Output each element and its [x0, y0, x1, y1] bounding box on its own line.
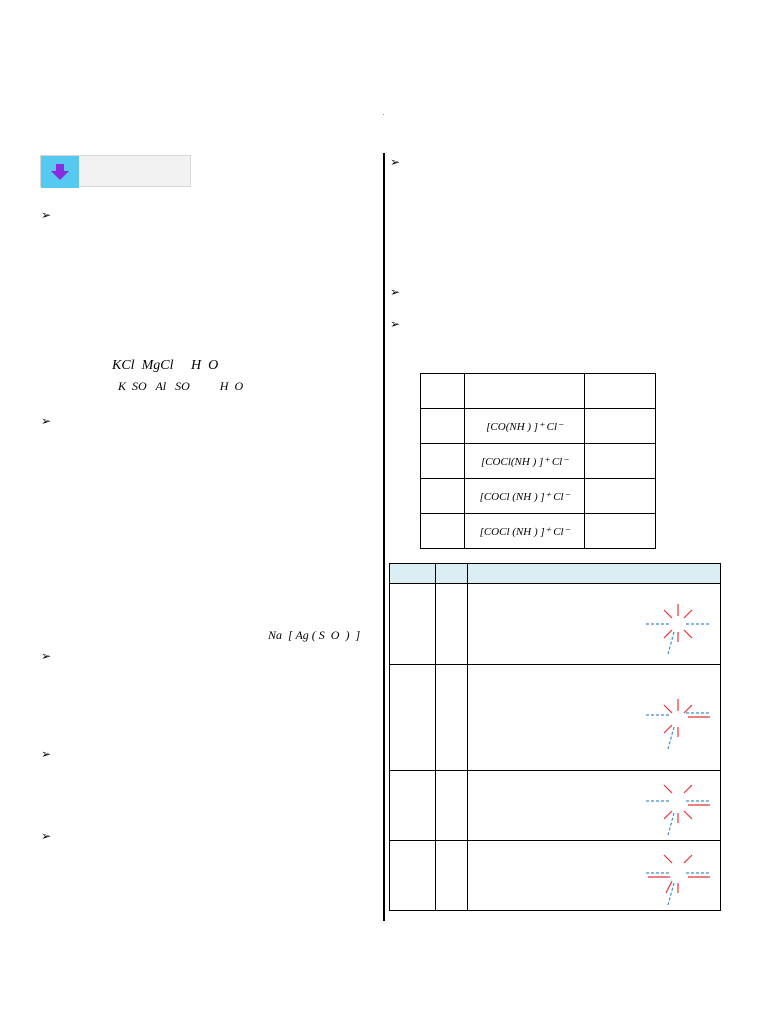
table-row — [389, 664, 721, 771]
bullet-arrow-icon: ➢ — [41, 747, 52, 761]
bullet-arrow-icon: ➢ — [41, 208, 52, 222]
molecule-structure-diagram — [646, 699, 710, 750]
page-mark — [383, 114, 384, 115]
table-row — [389, 583, 721, 665]
table-row: [CO(NH ) ]⁺ Cl⁻ — [420, 408, 656, 444]
molecule-structure-diagram — [646, 854, 710, 906]
table-header-cell — [420, 373, 465, 409]
table-header-cell — [584, 373, 656, 409]
coordination-table: [CO(NH ) ]⁺ Cl⁻ [COCl(NH ) ]⁺ Cl⁻ [COCl … — [420, 373, 656, 549]
formula-silver-complex: Na [ Ag ( S O ) ] — [268, 628, 361, 642]
molecule-structure-diagram — [646, 784, 710, 836]
table-row: [COCl (NH ) ]⁺ Cl⁻ — [420, 513, 656, 549]
table-header-cell — [435, 563, 468, 584]
bullet-arrow-icon: ➢ — [390, 285, 401, 299]
table-row — [389, 840, 721, 911]
bullet-arrow-icon: ➢ — [41, 649, 52, 663]
column-divider — [383, 153, 385, 921]
complex-formula: [COCl (NH ) ]⁺ Cl⁻ — [464, 513, 585, 549]
bullet-arrow-icon: ➢ — [41, 829, 52, 843]
table-row: [COCl(NH ) ]⁺ Cl⁻ — [420, 443, 656, 479]
bullet-arrow-icon: ➢ — [390, 155, 401, 169]
bullet-arrow-icon: ➢ — [41, 414, 52, 428]
molecule-structure-diagram — [646, 604, 710, 655]
table-header-cell — [389, 563, 436, 584]
section-header-box — [40, 155, 191, 188]
table-header-cell — [467, 563, 721, 584]
complex-formula: [CO(NH ) ]⁺ Cl⁻ — [464, 408, 585, 444]
table-row — [389, 770, 721, 841]
download-arrow-icon — [41, 156, 79, 188]
formula-alum: K SO Al SO H O — [118, 379, 244, 393]
complex-formula: [COCl (NH ) ]⁺ Cl⁻ — [464, 478, 585, 514]
structure-table — [389, 563, 721, 911]
formula-kcl-mgcl: KCl MgCl H O — [112, 358, 219, 373]
bullet-arrow-icon: ➢ — [390, 317, 401, 331]
table-header-cell — [464, 373, 585, 409]
complex-formula: [COCl(NH ) ]⁺ Cl⁻ — [464, 443, 585, 479]
table-row: [COCl (NH ) ]⁺ Cl⁻ — [420, 478, 656, 514]
